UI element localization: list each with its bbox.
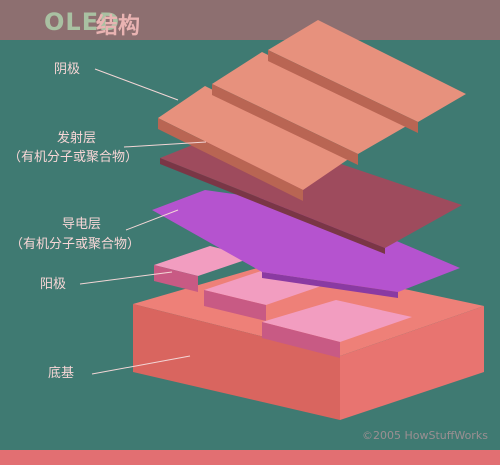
leader-cathode xyxy=(94,68,179,101)
leader-emissive xyxy=(123,141,207,148)
title-structure: 结构 xyxy=(96,14,141,39)
substrate-front-face xyxy=(133,304,340,420)
label-conductive-note: （有机分子或聚合物） xyxy=(10,237,140,252)
title-bar: OLED 结构 xyxy=(0,0,500,40)
cathode-strip-1 xyxy=(158,86,350,201)
label-conductive: 导电层 xyxy=(62,217,101,232)
conductive-layer xyxy=(152,190,460,298)
bottom-strip xyxy=(0,450,500,465)
leader-anode xyxy=(79,271,173,285)
label-cathode: 阴极 xyxy=(54,62,80,77)
cathode-strip-2 xyxy=(212,52,410,165)
anode-strip-1 xyxy=(154,246,254,292)
anode-strip-3 xyxy=(262,300,412,358)
label-anode: 阳极 xyxy=(40,277,66,292)
substrate-side-face xyxy=(340,306,484,420)
leader-substrate xyxy=(91,355,191,375)
leader-conductive xyxy=(125,209,179,231)
label-substrate: 底基 xyxy=(48,365,74,381)
leader-lines xyxy=(79,68,207,375)
label-emissive: 发射层 xyxy=(57,130,96,146)
cathode-layer xyxy=(158,20,466,201)
copyright-credit: ©2005 HowStuffWorks xyxy=(362,429,488,442)
title-oled: OLED xyxy=(44,8,121,36)
label-emissive-note: （有机分子或聚合物） xyxy=(8,150,138,165)
cathode-strip-3 xyxy=(268,20,466,133)
anode-layer xyxy=(154,246,412,358)
